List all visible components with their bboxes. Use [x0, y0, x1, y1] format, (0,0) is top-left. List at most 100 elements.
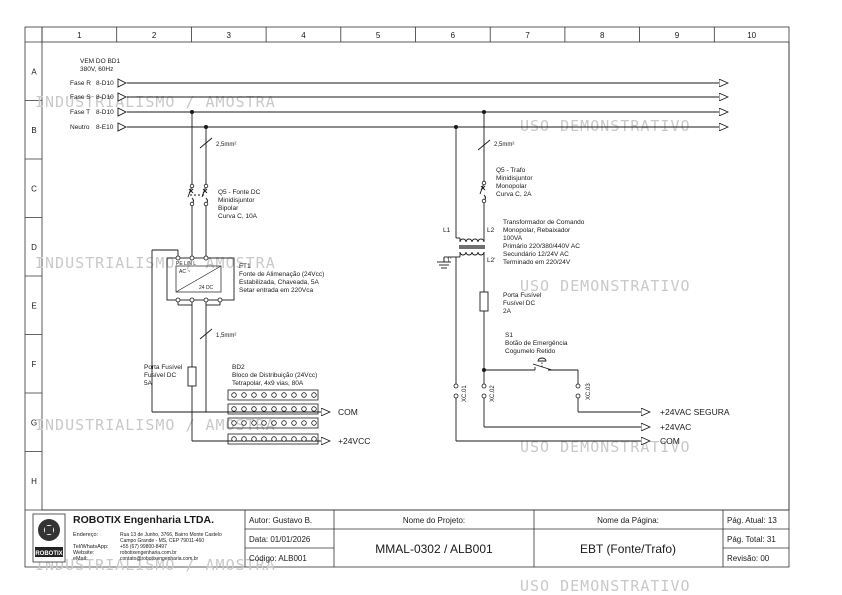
fuse-right-label: Porta Fusível Fusível DC 2A	[503, 292, 542, 315]
terminal-xc01: XC.01	[462, 385, 468, 402]
output-24vcc: +24VCC	[338, 436, 370, 446]
ft1-line: Estabilizada, Chaveada, 5A	[239, 279, 320, 286]
author-field: Autor: Gustavo B.	[249, 516, 312, 525]
address-label: Tel/WhatsApp:	[73, 544, 109, 550]
row-letter: C	[31, 184, 37, 193]
bd2-line: Bloco de Distribuição (24Vcc)	[232, 372, 317, 379]
phase-label-r: Fase R	[70, 80, 91, 87]
distribution-terminal	[261, 392, 267, 398]
right-branch-terminals	[453, 180, 581, 399]
transformer-line: 100VA	[503, 235, 523, 242]
output-24vac: +24VAC	[660, 422, 691, 432]
supply-source-label: VEM DO BD1	[80, 58, 120, 65]
distribution-terminal	[311, 436, 317, 442]
phase-label-t: Fase T	[70, 109, 90, 116]
address-value: Rua 13 de Junho, 3766, Bairro Monte Cast…	[120, 532, 222, 538]
watermark-text: USO DEMONSTRATIVO	[520, 277, 691, 295]
phase-ref-n: 8-E10	[96, 124, 114, 131]
phase-labels: Fase R 8-D10 Fase S 8-D10 Fase T 8-D10 N…	[70, 80, 114, 131]
q5-trafo-line: Q5 - Trafo	[496, 167, 526, 174]
column-number: 1	[77, 31, 82, 40]
distribution-terminal	[301, 392, 307, 398]
phase-ref-s: 8-D10	[96, 94, 114, 101]
distribution-terminal	[261, 436, 267, 442]
psu-ac-label: AC ~	[179, 269, 190, 275]
watermark-text: USO DEMONSTRATIVO	[520, 577, 691, 595]
fuse-left-line: 5A	[144, 380, 153, 387]
wire-size-label: 2,5mm²	[494, 142, 514, 148]
q5-dc-line: Curva C, 10A	[218, 213, 258, 220]
watermark-text: USO DEMONSTRATIVO	[520, 117, 691, 135]
row-letter: E	[31, 301, 36, 310]
project-name-value: MMAL-0302 / ALB001	[375, 542, 493, 556]
distribution-terminal	[281, 392, 287, 398]
row-letter: F	[32, 360, 37, 369]
column-number: 7	[525, 31, 530, 40]
psu-terminal-labels: PE L/N L	[176, 261, 196, 267]
column-number: 6	[451, 31, 456, 40]
ft1-line: Setar entrada em 220Vca	[239, 287, 313, 294]
distribution-terminal	[271, 436, 277, 442]
distribution-terminal	[241, 392, 247, 398]
fuse-left-line: Porta Fusível	[144, 364, 183, 371]
distribution-terminal	[251, 406, 257, 412]
wire-size-label: 1,5mm²	[216, 333, 236, 339]
company-address-labels: Endereço: Tel/WhatsApp: Website: eMail:	[73, 532, 109, 562]
s1-line: Botão de Emergência	[505, 340, 568, 347]
distribution-terminal	[231, 392, 237, 398]
ft1-label: FT1 Fonte de Alimenação (24Vcc) Estabili…	[239, 263, 324, 294]
column-number: 10	[747, 31, 756, 40]
watermark-text: INDUSTRIALISMO / AMOSTRA	[35, 254, 276, 272]
row-letter: A	[31, 67, 37, 76]
column-number: 3	[227, 31, 232, 40]
fuse-right-line: Porta Fusível	[503, 292, 542, 299]
distribution-terminal	[301, 420, 307, 426]
distribution-terminal	[231, 406, 237, 412]
distribution-terminal	[231, 436, 237, 442]
s1-line: S1	[505, 332, 513, 339]
transformer-line: Primário 220/380/440V AC	[503, 243, 580, 250]
address-value: robotixengenharia.com.br	[120, 550, 177, 556]
supply-voltage-label: 380V, 60Hz	[80, 66, 113, 73]
date-field: Data: 01/01/2026	[249, 535, 311, 544]
distribution-terminal	[301, 406, 307, 412]
address-label: Website:	[73, 550, 95, 556]
phase-ref-r: 8-D10	[96, 80, 114, 87]
distribution-terminal	[271, 392, 277, 398]
right-branch-wiring	[437, 109, 650, 441]
distribution-terminal	[311, 406, 317, 412]
code-field: Código: ALB001	[249, 554, 307, 563]
ft1-line: Fonte de Alimenação (24Vcc)	[239, 271, 324, 278]
transformer-l2p: L2'	[487, 257, 495, 264]
fuse-right-line: 2A	[503, 308, 512, 315]
column-number: 4	[301, 31, 306, 40]
q5-dc-line: Bipolar	[218, 205, 239, 212]
column-number: 5	[376, 31, 381, 40]
page-total: Pág. Total: 31	[727, 535, 776, 544]
page-name-label: Nome da Página:	[597, 516, 659, 525]
transformer-l1p: L1'	[443, 257, 451, 264]
terminal-xc03: XC.03	[586, 383, 592, 400]
q5-dc-line: Minidisjuntor	[218, 197, 255, 204]
transformer-l1: L1	[443, 227, 451, 234]
distribution-block	[227, 389, 319, 445]
fuse-left-line: Fusível DC	[144, 372, 176, 379]
transformer-label: Transformador de Comando Monopolar, Reba…	[503, 219, 585, 266]
row-letter: D	[31, 243, 37, 252]
distribution-terminal	[281, 420, 287, 426]
transformer-l2: L2	[487, 227, 495, 234]
bd2-line: Tetrapolar, 4x9 vias, 80A	[232, 380, 304, 387]
output-com-right: COM	[660, 436, 680, 446]
fuse-left-label: Porta Fusível Fusível DC 5A	[144, 364, 183, 387]
column-number: 2	[152, 31, 157, 40]
bd2-line: BD2	[232, 364, 245, 371]
address-value: Campo Grande - MS, CEP 79011-460	[120, 538, 204, 544]
ft1-tag: FT1	[239, 263, 251, 270]
distribution-terminal	[311, 392, 317, 398]
s1-label: S1 Botão de Emergência Cogumelo Retido	[505, 332, 568, 355]
page-current: Pág. Atual: 13	[727, 516, 777, 525]
column-number: 8	[600, 31, 605, 40]
phase-ref-t: 8-D10	[96, 109, 114, 116]
